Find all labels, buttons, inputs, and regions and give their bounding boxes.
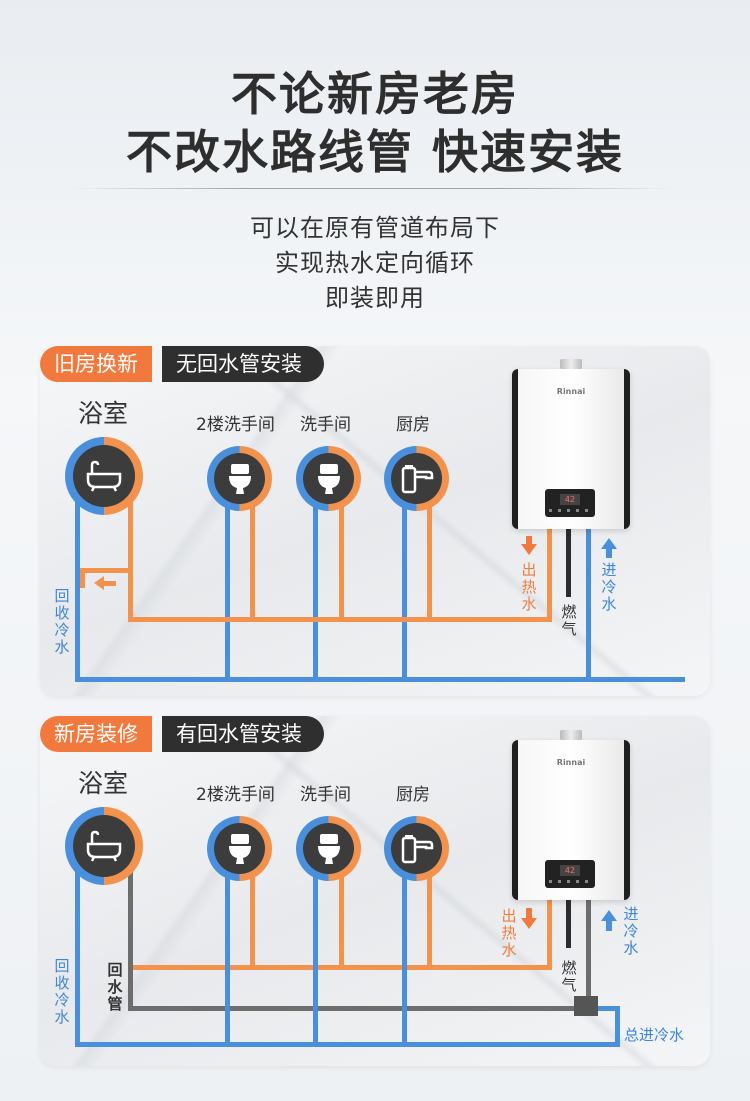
new-house-tag: 新房装修 bbox=[40, 716, 152, 752]
cold-in-label: 进冷水 bbox=[601, 561, 617, 613]
water-heater-2: Rinnai 42 bbox=[512, 730, 630, 900]
bath-cold-pipe bbox=[75, 480, 80, 682]
heater-cold-in-pipe bbox=[586, 898, 591, 1011]
bathtub-fixture bbox=[65, 437, 143, 515]
restroom-toilet-fixture bbox=[296, 816, 361, 881]
gas-label: 燃气 bbox=[561, 959, 577, 994]
hot-out-arrow-icon bbox=[521, 544, 537, 555]
main-cold-in-label: 总进冷水 bbox=[624, 1026, 685, 1044]
bath-hot-pipe bbox=[128, 480, 133, 622]
return-bypass-pipe bbox=[80, 568, 130, 573]
water-heater-1: Rinnai 42 bbox=[512, 359, 630, 529]
room-label-kitchen: 厨房 bbox=[396, 785, 430, 805]
room-label-2f-restroom: 2楼洗手间 bbox=[196, 415, 275, 435]
restroom-cold-pipe bbox=[313, 500, 318, 682]
heater-hot-out-pipe bbox=[547, 527, 552, 622]
page-title-line2: 不改水路线管 快速安装 bbox=[125, 125, 624, 179]
room-label-bathroom: 浴室 bbox=[78, 399, 129, 428]
room-label-bathroom: 浴室 bbox=[78, 769, 129, 798]
2f-hot-pipe bbox=[250, 870, 255, 970]
subtitle-line2: 实现热水定向循环 bbox=[275, 249, 475, 277]
page-title-line1: 不论新房老房 bbox=[231, 67, 519, 121]
return-pipe-label: 回水管 bbox=[107, 961, 123, 1013]
toilet-icon bbox=[228, 463, 251, 494]
restroom-hot-pipe bbox=[339, 500, 344, 622]
faucet-icon bbox=[401, 464, 433, 493]
2f-toilet-fixture bbox=[207, 816, 272, 881]
cold-in-arrow-icon bbox=[601, 538, 617, 549]
bathtub-icon bbox=[86, 830, 122, 862]
return-bypass-drop bbox=[80, 568, 85, 588]
bathtub-icon bbox=[86, 460, 122, 492]
kitchen-hot-pipe bbox=[427, 870, 432, 970]
cold-in-label: 进冷水 bbox=[623, 905, 639, 957]
cold-in-arrow-icon bbox=[601, 910, 617, 921]
return-arrow-shaft bbox=[104, 581, 116, 586]
bathtub-fixture bbox=[65, 807, 143, 885]
2f-cold-pipe bbox=[225, 870, 230, 1047]
return-cold-label: 回收冷水 bbox=[54, 957, 70, 1026]
2f-hot-pipe bbox=[250, 500, 255, 622]
return-arrow-left-icon bbox=[94, 576, 104, 590]
subtitle-line1: 可以在原有管道布局下 bbox=[250, 214, 500, 242]
toilet-icon bbox=[317, 833, 340, 864]
room-label-restroom: 洗手间 bbox=[300, 415, 351, 435]
room-label-restroom: 洗手间 bbox=[300, 785, 351, 805]
faucet-icon bbox=[401, 834, 433, 863]
with-return-pipe-tag: 有回水管安装 bbox=[162, 716, 324, 752]
gas-pipe bbox=[566, 898, 571, 948]
return-pipe-horizontal bbox=[128, 1006, 588, 1011]
toilet-icon bbox=[317, 463, 340, 494]
title-divider bbox=[70, 188, 675, 189]
bath-cold-pipe bbox=[75, 850, 80, 1047]
kitchen-faucet-fixture bbox=[384, 446, 449, 511]
gas-pipe bbox=[566, 527, 571, 597]
restroom-toilet-fixture bbox=[296, 446, 361, 511]
hot-main-pipe bbox=[128, 617, 552, 622]
cold-main-pipe bbox=[75, 1042, 620, 1047]
restroom-hot-pipe bbox=[339, 870, 344, 970]
pump-valve bbox=[574, 996, 598, 1016]
hot-out-label: 出热水 bbox=[521, 561, 537, 613]
no-return-pipe-tag: 无回水管安装 bbox=[162, 346, 324, 382]
room-label-2f-restroom: 2楼洗手间 bbox=[196, 785, 275, 805]
restroom-cold-pipe bbox=[313, 870, 318, 1047]
main-cold-connector bbox=[598, 1006, 620, 1011]
toilet-icon bbox=[228, 833, 251, 864]
kitchen-cold-pipe bbox=[402, 500, 407, 682]
hot-out-arrow-icon bbox=[521, 918, 537, 929]
subtitle-line3: 即装即用 bbox=[325, 284, 425, 312]
old-house-tag: 旧房换新 bbox=[40, 346, 152, 382]
2f-toilet-fixture bbox=[207, 446, 272, 511]
hot-out-label: 出热水 bbox=[501, 907, 517, 959]
heater-cold-in-pipe bbox=[586, 527, 591, 682]
cold-main-pipe bbox=[75, 677, 685, 682]
room-label-kitchen: 厨房 bbox=[396, 415, 430, 435]
return-pipe-vertical bbox=[128, 850, 133, 1010]
gas-label: 燃气 bbox=[561, 603, 577, 638]
kitchen-cold-pipe bbox=[402, 870, 407, 1047]
kitchen-faucet-fixture bbox=[384, 816, 449, 881]
main-cold-riser bbox=[615, 1006, 620, 1047]
return-cold-label: 回收冷水 bbox=[54, 587, 70, 656]
heater-hot-out-pipe bbox=[547, 898, 552, 970]
kitchen-hot-pipe bbox=[427, 500, 432, 622]
2f-cold-pipe bbox=[225, 500, 230, 682]
